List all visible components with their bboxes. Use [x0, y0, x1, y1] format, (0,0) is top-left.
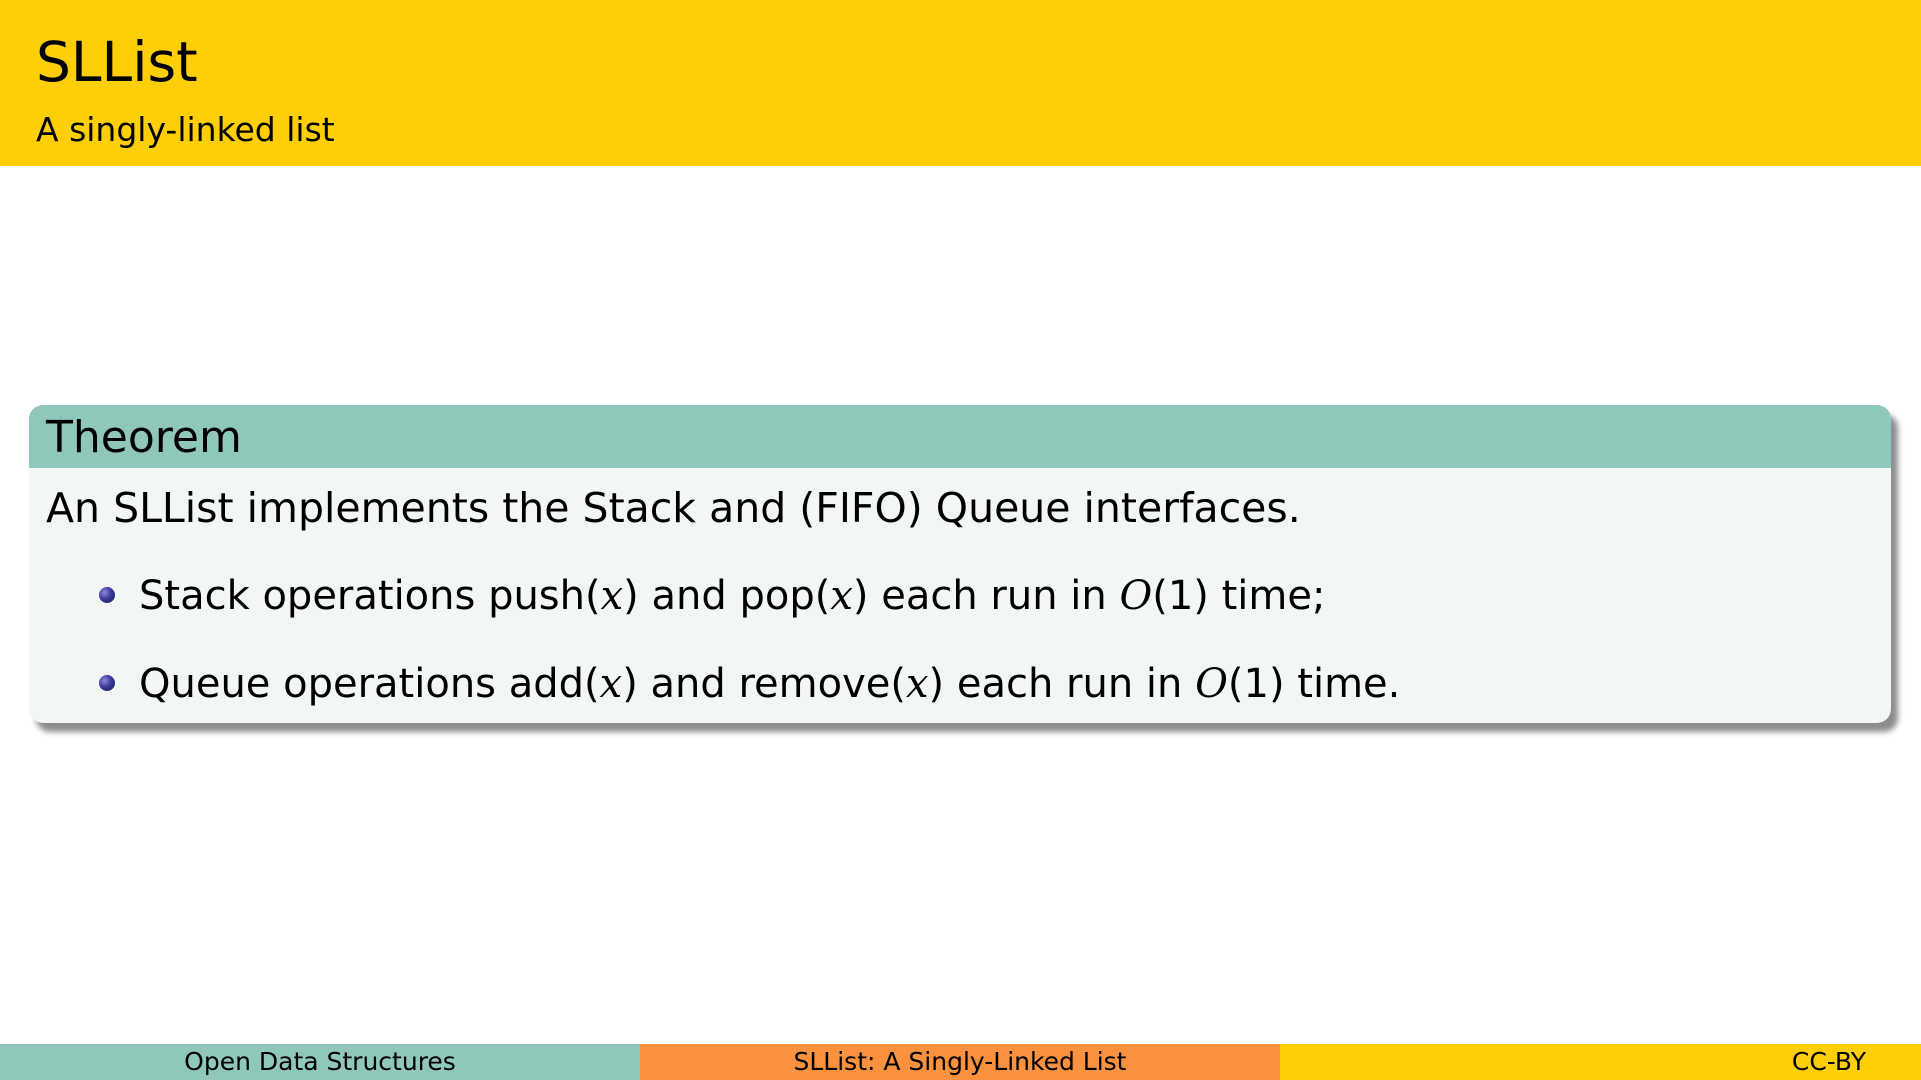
theorem-block: Theorem An SLList implements the Stack a… [29, 405, 1891, 723]
footer-license: CC-BY [1280, 1044, 1921, 1080]
bullet-text: Stack operations push( [139, 573, 601, 619]
bullet-text: (1) time. [1227, 661, 1401, 707]
bullet-text: ) each run in [928, 661, 1196, 707]
slide-header: SLList A singly-linked list [0, 0, 1921, 166]
bullet-stack-operations: Stack operations push(x) and pop(x) each… [29, 571, 1400, 659]
bullet-icon [99, 587, 115, 603]
bullet-icon [99, 675, 115, 691]
footer-section-title: SLList: A Singly-Linked List [640, 1044, 1280, 1080]
math-variable: x [830, 573, 853, 619]
slide-footer: Open Data Structures SLList: A Singly-Li… [0, 1044, 1921, 1080]
slide-subtitle: A singly-linked list [36, 110, 335, 149]
theorem-title: Theorem [46, 412, 242, 463]
math-big-o: O [1195, 661, 1228, 707]
footer-course-title: Open Data Structures [0, 1044, 640, 1080]
math-variable: x [599, 661, 623, 707]
math-variable: x [600, 573, 624, 619]
bullet-text: ) and remove( [622, 661, 906, 707]
bullet-queue-operations: Queue operations add(x) and remove(x) ea… [29, 659, 1400, 723]
theorem-statement: An SLList implements the Stack and (FIFO… [46, 484, 1301, 532]
bullet-text: (1) time; [1152, 573, 1326, 619]
math-variable: x [905, 661, 929, 707]
theorem-bullet-list: Stack operations push(x) and pop(x) each… [29, 571, 1400, 723]
bullet-text: ) each run in [852, 573, 1120, 619]
slide-title: SLList [36, 30, 198, 94]
math-big-o: O [1119, 573, 1153, 619]
bullet-text: Queue operations add( [139, 661, 600, 707]
bullet-text: ) and pop( [623, 573, 831, 619]
theorem-header: Theorem [29, 405, 1891, 468]
